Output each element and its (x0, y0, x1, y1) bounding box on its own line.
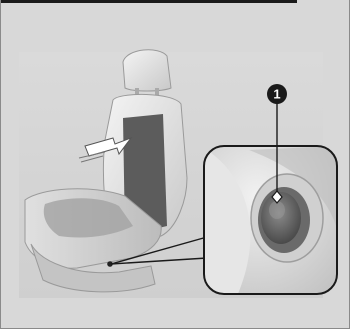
lumbar-switch-detail (201, 146, 341, 296)
callout-label-1: 1 (273, 87, 280, 102)
